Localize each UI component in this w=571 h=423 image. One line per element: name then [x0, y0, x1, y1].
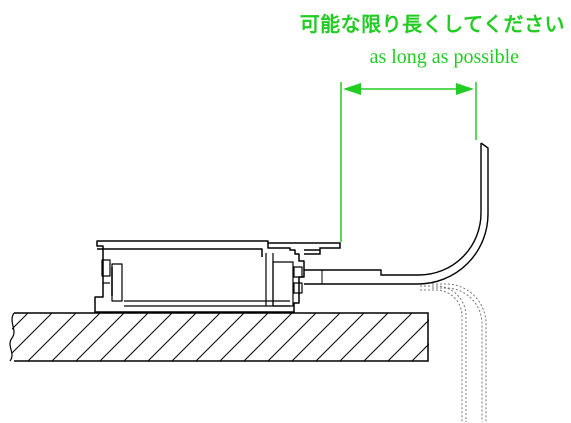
connector-housing	[94, 240, 305, 313]
instruction-label-english: as long as possible	[369, 46, 519, 68]
board-cross-section	[9, 312, 429, 362]
arrowhead-right-icon	[456, 83, 474, 95]
length-dimension	[340, 82, 477, 242]
instruction-label-japanese: 可能な限り長くしてください	[299, 12, 565, 36]
flexible-cable	[304, 142, 489, 285]
alternative-cable-route	[420, 283, 487, 422]
actuator-lever	[268, 242, 341, 255]
arrowhead-left-icon	[343, 83, 361, 95]
